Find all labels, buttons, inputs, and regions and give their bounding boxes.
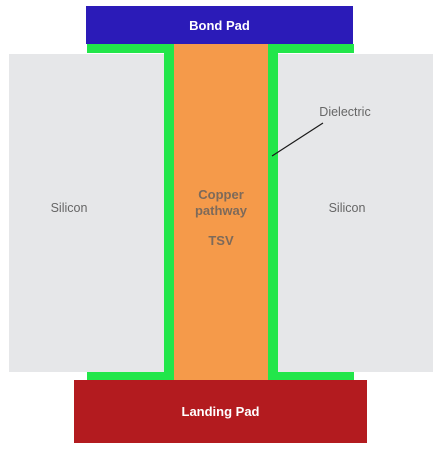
silicon-right-label: Silicon <box>328 201 366 215</box>
dielectric-top-left <box>87 44 174 53</box>
copper-pathway <box>174 44 268 380</box>
bond-pad-label: Bond Pad <box>189 17 250 33</box>
landing-pad <box>74 380 367 443</box>
bond-pad <box>86 6 353 44</box>
dielectric-left-wall <box>164 44 174 380</box>
dielectric-top-right <box>268 44 354 53</box>
copper-pathway-label-line2: pathway <box>194 202 247 218</box>
dielectric-bottom-left <box>87 372 174 380</box>
landing-pad-label: Landing Pad <box>181 404 260 419</box>
dielectric-bottom-right <box>268 372 354 380</box>
dielectric-right-wall <box>268 44 278 380</box>
copper-pathway-label-line1: Copper <box>198 186 244 202</box>
silicon-left-label: Silicon <box>50 201 88 215</box>
dielectric-leader-line <box>271 122 324 157</box>
silicon-right-block <box>278 54 433 372</box>
silicon-left-block <box>9 54 164 372</box>
dielectric-label: Dielectric <box>319 105 371 119</box>
tsv-label: TSV <box>208 232 234 248</box>
